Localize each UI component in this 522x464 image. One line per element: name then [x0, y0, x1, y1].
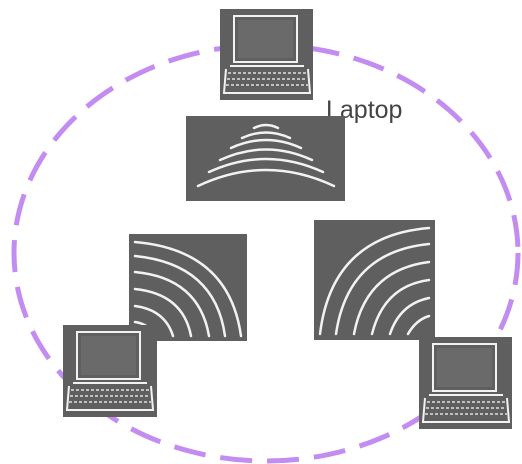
laptop-icon — [419, 337, 512, 429]
wireless-signal-icon — [314, 220, 435, 340]
laptop-icon — [63, 325, 157, 417]
laptop-icon — [220, 9, 313, 100]
wireless-signal-icon — [129, 234, 247, 341]
wireless-signal-icon — [186, 116, 345, 201]
